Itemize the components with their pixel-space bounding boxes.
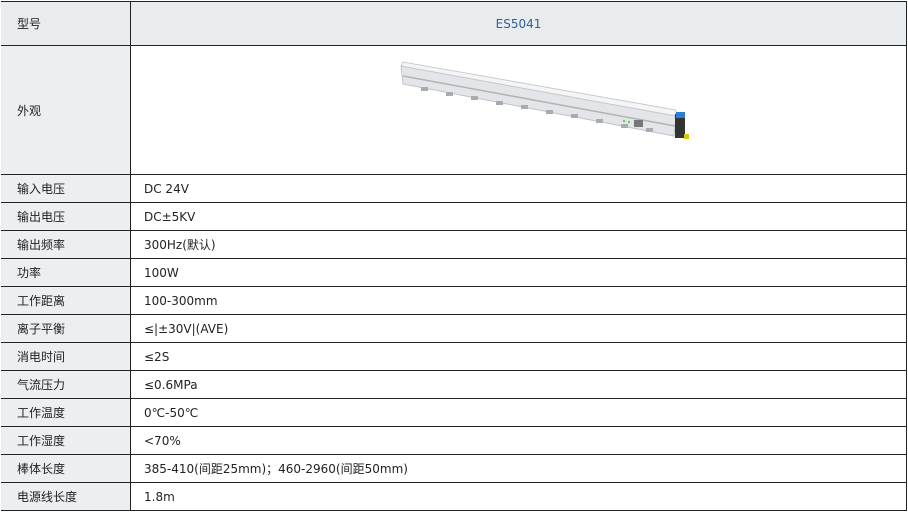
spec-row: 离子平衡≤|±30V|(AVE) <box>1 314 907 343</box>
spec-table: 型号 ES5041 外观 <box>1 1 907 511</box>
spec-value: ≤0.6MPa <box>130 370 907 399</box>
spec-value: 300Hz(默认) <box>130 230 907 259</box>
spec-value: ≤2S <box>130 342 907 371</box>
spec-value: 100-300mm <box>130 286 907 315</box>
spec-label: 消电时间 <box>1 342 131 371</box>
spec-label: 输出频率 <box>1 230 131 259</box>
model-label: 型号 <box>1 1 131 46</box>
spec-label: 气流压力 <box>1 370 131 399</box>
model-value: ES5041 <box>130 1 907 46</box>
spec-value: 1.8m <box>130 482 907 511</box>
spec-value: 100W <box>130 258 907 287</box>
appearance-cell <box>130 45 907 175</box>
spec-row: 工作湿度<70% <box>1 426 907 455</box>
spec-label: 工作距离 <box>1 286 131 315</box>
appearance-row: 外观 <box>1 45 907 175</box>
spec-value: DC±5KV <box>130 202 907 231</box>
spec-value: 0℃-50℃ <box>130 398 907 427</box>
model-row: 型号 ES5041 <box>1 1 907 46</box>
spec-label: 离子平衡 <box>1 314 131 343</box>
spec-row: 消电时间≤2S <box>1 342 907 371</box>
ionizing-bar-image <box>400 61 689 139</box>
spec-label: 输出电压 <box>1 202 131 231</box>
spec-value: 385-410(间距25mm)；460-2960(间距50mm) <box>130 454 907 483</box>
spec-value: DC 24V <box>130 174 907 203</box>
spec-label: 功率 <box>1 258 131 287</box>
spec-label: 工作温度 <box>1 398 131 427</box>
spec-label: 电源线长度 <box>1 482 131 511</box>
spec-label: 输入电压 <box>1 174 131 203</box>
spec-label: 工作湿度 <box>1 426 131 455</box>
spec-value: ≤|±30V|(AVE) <box>130 314 907 343</box>
spec-value: <70% <box>130 426 907 455</box>
spec-row: 气流压力≤0.6MPa <box>1 370 907 399</box>
appearance-label: 外观 <box>1 45 131 175</box>
spec-label: 棒体长度 <box>1 454 131 483</box>
